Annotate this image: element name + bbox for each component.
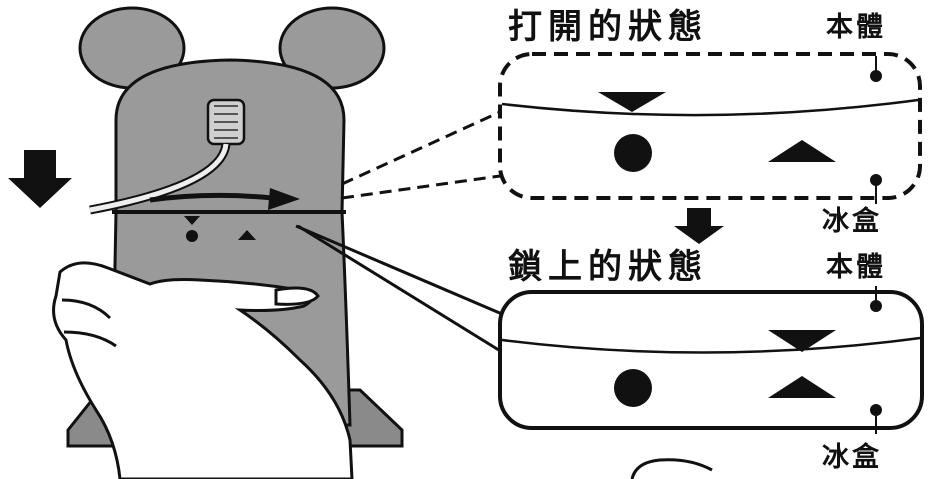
bottom-partial-shape (630, 458, 713, 479)
open-circle-marker-icon (614, 134, 652, 172)
open-ice-box-dot (870, 174, 882, 186)
machine-up-triangle-icon (238, 230, 256, 240)
open-ice-box-label: 冰盒 (822, 206, 882, 237)
down-arrow-icon (8, 150, 72, 208)
open-connector-bottom (341, 174, 501, 200)
connector-lines (295, 110, 503, 354)
open-body-dot (870, 70, 882, 82)
locked-state-title: 鎖上的狀態 (508, 247, 708, 287)
transition-down-arrow-icon (674, 208, 724, 244)
locked-connector-top (295, 224, 503, 316)
rotate-arrow-icon (149, 188, 300, 210)
open-down-triangle-icon (598, 92, 666, 112)
open-state-title: 打開的狀態 (508, 7, 708, 47)
locked-body-dot (870, 300, 882, 312)
open-connector-top (341, 110, 501, 186)
hand-icon (52, 261, 354, 479)
machine-circle-marker-icon (186, 230, 198, 242)
locked-ice-box-label: 冰盒 (822, 442, 882, 473)
open-body-label: 本體 (826, 12, 886, 43)
locked-down-triangle-icon (768, 330, 836, 352)
power-cable (89, 98, 246, 215)
locked-up-triangle-icon (768, 376, 836, 398)
locked-circle-marker-icon (614, 369, 652, 407)
locked-ice-box-dot (870, 404, 882, 416)
locked-state-panel (498, 286, 924, 434)
machine-down-triangle-icon (184, 216, 200, 225)
locked-body-label: 本體 (826, 252, 886, 283)
locked-connector-bottom (297, 224, 503, 354)
open-up-triangle-icon (768, 140, 836, 162)
open-state-panel (498, 52, 922, 204)
